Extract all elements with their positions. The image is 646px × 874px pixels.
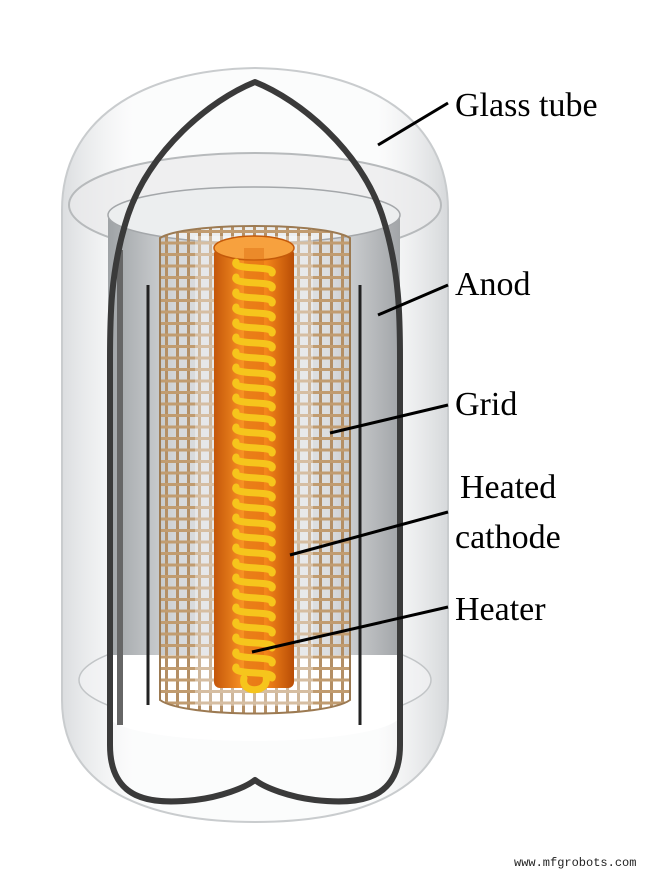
heater-coil-turn bbox=[232, 483, 276, 502]
label-glass-tube: Glass tube bbox=[455, 87, 598, 124]
heater-coil-turn bbox=[232, 348, 276, 367]
heater-coil-turn bbox=[232, 363, 276, 382]
leader-glass-tube bbox=[377, 101, 449, 147]
heater-coil-turn bbox=[232, 438, 276, 457]
heater-coil-turn bbox=[232, 333, 276, 352]
leader-lines bbox=[251, 101, 449, 654]
heater-coil-turn bbox=[232, 573, 276, 592]
label-heated-cathode-line2: cathode bbox=[455, 519, 561, 556]
label-heated-cathode-line1: Heated bbox=[460, 469, 556, 506]
heater-coil-turn bbox=[232, 513, 276, 532]
heater-coil-turn bbox=[232, 663, 276, 682]
leader-grid bbox=[329, 403, 449, 435]
label-anode: Anod bbox=[455, 266, 531, 303]
heater-coil-turn bbox=[232, 528, 276, 547]
heater-coil-turn bbox=[232, 618, 276, 637]
watermark: www.mfgrobots.com bbox=[514, 856, 636, 870]
heater-coil-turn bbox=[232, 378, 276, 397]
heater-coil-turn bbox=[232, 408, 276, 427]
heater-coil bbox=[232, 258, 276, 694]
heater-coil-turn bbox=[232, 258, 276, 277]
heater-coil-turn bbox=[232, 318, 276, 337]
heater-coil-turn bbox=[232, 558, 276, 577]
leader-heater bbox=[251, 605, 449, 654]
heater-coil-turn bbox=[232, 273, 276, 292]
heater-coil-turn bbox=[232, 393, 276, 412]
heater-coil-turn bbox=[232, 303, 276, 322]
label-grid: Grid bbox=[455, 386, 517, 423]
labels: Glass tube Anod Grid Heated cathode Heat… bbox=[455, 87, 598, 628]
label-heater: Heater bbox=[455, 591, 546, 628]
glass-tube-outline bbox=[107, 79, 403, 805]
heater-coil-turn bbox=[232, 453, 276, 472]
leader-heated-cathode bbox=[289, 510, 449, 557]
heater-coil-turn bbox=[232, 543, 276, 562]
heater-coil-turn bbox=[232, 423, 276, 442]
heater-coil-turn bbox=[232, 498, 276, 517]
heater-coil-turn bbox=[232, 468, 276, 487]
leader-anode bbox=[377, 283, 449, 317]
heater-coil-turn bbox=[232, 648, 276, 667]
heater-coil-turn bbox=[232, 588, 276, 607]
heater-coil-tail bbox=[240, 672, 270, 694]
heater-coil-turn bbox=[232, 603, 276, 622]
heater-coil-turn bbox=[232, 288, 276, 307]
